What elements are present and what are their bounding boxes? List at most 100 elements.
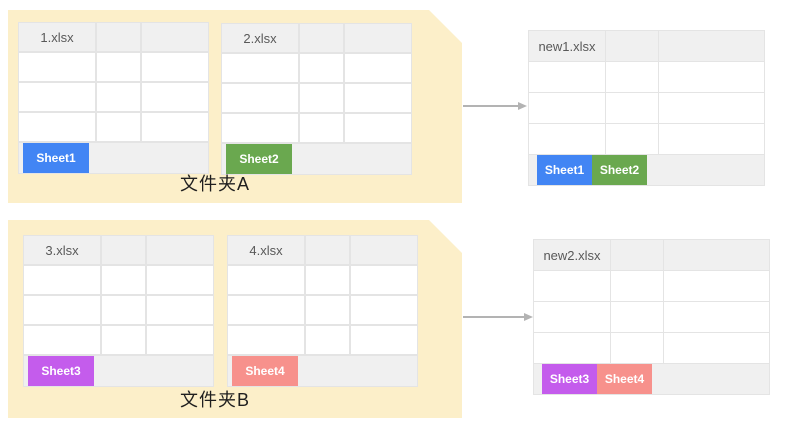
empty-cell — [306, 296, 349, 324]
folder-b: 3.xlsx Sheet3 4.xlsx Sheet4 — [8, 220, 462, 418]
empty-cell — [142, 83, 208, 111]
empty-cell — [19, 113, 95, 141]
file-name-header: new1.xlsx — [529, 31, 605, 61]
empty-cell — [529, 124, 605, 154]
empty-cell — [664, 271, 769, 301]
folder-a: 1.xlsx Sheet1 2.xlsx Sheet2 — [8, 10, 462, 203]
file-card-2xlsx: 2.xlsx Sheet2 — [221, 23, 412, 175]
folder-b-label: 文件夹B — [179, 390, 250, 410]
empty-cell — [606, 93, 658, 123]
sheet-tab-bar: Sheet1 Sheet2 — [529, 155, 764, 185]
sheet-tab: Sheet2 — [226, 144, 292, 174]
empty-cell — [664, 302, 769, 332]
header-cell — [345, 24, 411, 52]
empty-cell — [222, 54, 298, 82]
header-cell — [97, 23, 140, 51]
empty-cell — [97, 83, 140, 111]
file-card-4xlsx: 4.xlsx Sheet4 — [227, 235, 418, 387]
header-cell — [606, 31, 658, 61]
file-name-header: 1.xlsx — [19, 23, 95, 51]
file-name-header: 3.xlsx — [24, 236, 100, 264]
spreadsheet-grid: new1.xlsx — [529, 31, 764, 154]
file-card-3xlsx: 3.xlsx Sheet3 — [23, 235, 214, 387]
arrow-line — [463, 105, 519, 107]
empty-cell — [300, 114, 343, 142]
empty-cell — [228, 326, 304, 354]
empty-cell — [19, 83, 95, 111]
empty-cell — [24, 326, 100, 354]
empty-cell — [345, 84, 411, 112]
empty-cell — [147, 266, 213, 294]
sheet-tab: Sheet3 — [542, 364, 597, 394]
spreadsheet-grid: new2.xlsx — [534, 240, 769, 363]
empty-cell — [19, 53, 95, 81]
empty-cell — [222, 114, 298, 142]
merge-arrow-icon — [463, 313, 533, 321]
header-cell — [300, 24, 343, 52]
empty-cell — [659, 93, 764, 123]
empty-cell — [24, 296, 100, 324]
empty-cell — [611, 333, 663, 363]
header-cell — [611, 240, 663, 270]
empty-cell — [351, 326, 417, 354]
header-cell — [351, 236, 417, 264]
empty-cell — [102, 266, 145, 294]
empty-cell — [300, 84, 343, 112]
header-cell — [306, 236, 349, 264]
spreadsheet-grid: 2.xlsx — [222, 24, 411, 142]
header-cell — [659, 31, 764, 61]
empty-cell — [606, 124, 658, 154]
empty-cell — [306, 266, 349, 294]
arrow-line — [463, 316, 525, 318]
empty-cell — [611, 271, 663, 301]
empty-cell — [102, 296, 145, 324]
empty-cell — [97, 113, 140, 141]
spreadsheet-grid: 4.xlsx — [228, 236, 417, 354]
empty-cell — [306, 326, 349, 354]
empty-cell — [142, 53, 208, 81]
spreadsheet-grid: 1.xlsx — [19, 23, 208, 141]
empty-cell — [228, 266, 304, 294]
merge-arrow-icon — [463, 102, 527, 110]
file-card-new1xlsx: new1.xlsx Sheet1 Sheet2 — [528, 30, 765, 186]
empty-cell — [228, 296, 304, 324]
header-cell — [664, 240, 769, 270]
empty-cell — [534, 302, 610, 332]
empty-cell — [147, 326, 213, 354]
empty-cell — [142, 113, 208, 141]
empty-cell — [611, 302, 663, 332]
sheet-tab-bar: Sheet3 Sheet4 — [534, 364, 769, 394]
sheet-tab-bar: Sheet1 — [19, 143, 208, 173]
empty-cell — [529, 62, 605, 92]
empty-cell — [534, 271, 610, 301]
empty-cell — [664, 333, 769, 363]
sheet-tab: Sheet4 — [597, 364, 652, 394]
header-cell — [142, 23, 208, 51]
empty-cell — [529, 93, 605, 123]
empty-cell — [659, 62, 764, 92]
empty-cell — [606, 62, 658, 92]
sheet-tab-bar: Sheet4 — [228, 356, 417, 386]
file-name-header: new2.xlsx — [534, 240, 610, 270]
empty-cell — [24, 266, 100, 294]
empty-cell — [147, 296, 213, 324]
sheet-tab: Sheet3 — [28, 356, 94, 386]
empty-cell — [102, 326, 145, 354]
empty-cell — [300, 54, 343, 82]
header-cell — [102, 236, 145, 264]
empty-cell — [351, 296, 417, 324]
empty-cell — [534, 333, 610, 363]
file-card-new2xlsx: new2.xlsx Sheet3 Sheet4 — [533, 239, 770, 395]
empty-cell — [222, 84, 298, 112]
file-card-1xlsx: 1.xlsx Sheet1 — [18, 22, 209, 174]
file-name-header: 4.xlsx — [228, 236, 304, 264]
sheet-tab: Sheet1 — [23, 143, 89, 173]
empty-cell — [659, 124, 764, 154]
sheet-tab-bar: Sheet3 — [24, 356, 213, 386]
sheet-tab-bar: Sheet2 — [222, 144, 411, 174]
arrow-head-icon — [518, 102, 527, 110]
arrow-head-icon — [524, 313, 533, 321]
empty-cell — [345, 54, 411, 82]
file-name-header: 2.xlsx — [222, 24, 298, 52]
